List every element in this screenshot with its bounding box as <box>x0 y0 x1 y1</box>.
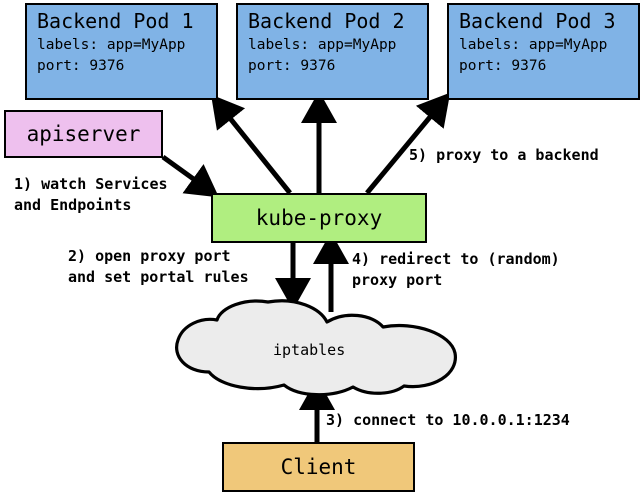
client-label: Client <box>280 455 357 479</box>
iptables-cloud-shape <box>175 299 457 397</box>
step-2-line-2: and set portal rules <box>68 268 249 286</box>
step-2-line-1: 2) open proxy port <box>68 247 231 265</box>
arrow-kubeproxy-to-pod3 <box>365 92 451 195</box>
step-5-label: 5) proxy to a backend <box>409 146 599 164</box>
apiserver-box[interactable]: apiserver <box>4 110 163 158</box>
step-3-label: 3) connect to 10.0.0.1:1234 <box>326 411 570 429</box>
backend-pod-1-labels: labels: app=MyApp <box>37 37 186 53</box>
arrow-apiserver-to-kubeproxy <box>161 154 219 198</box>
backend-pod-1-box[interactable]: Backend Pod 1 labels: app=MyApp port: 93… <box>25 3 218 100</box>
step-1-line-1: 1) watch Services <box>14 175 168 193</box>
backend-pod-1-port: port: 9376 <box>37 58 125 74</box>
backend-pod-3-title: Backend Pod 3 <box>459 9 616 33</box>
apiserver-label: apiserver <box>26 122 141 146</box>
backend-pod-1-title: Backend Pod 1 <box>37 9 194 33</box>
backend-pod-3-box[interactable]: Backend Pod 3 labels: app=MyApp port: 93… <box>447 3 640 100</box>
backend-pod-2-title: Backend Pod 2 <box>248 9 405 33</box>
arrow-kubeproxy-to-pod1 <box>210 94 292 195</box>
backend-pod-2-labels: labels: app=MyApp <box>248 37 397 53</box>
backend-pod-2-port: port: 9376 <box>248 58 336 74</box>
step-4-line-1: 4) redirect to (random) <box>352 250 560 268</box>
backend-pod-3-port: port: 9376 <box>459 58 547 74</box>
kube-proxy-label: kube-proxy <box>255 206 383 230</box>
backend-pod-3-labels: labels: app=MyApp <box>459 37 608 53</box>
iptables-label: iptables <box>273 341 346 359</box>
step-1-line-2: and Endpoints <box>14 196 132 214</box>
client-box[interactable]: Client <box>222 442 415 492</box>
kube-proxy-box[interactable]: kube-proxy <box>211 193 427 243</box>
backend-pod-2-box[interactable]: Backend Pod 2 labels: app=MyApp port: 93… <box>236 3 429 100</box>
step-4-line-2: proxy port <box>352 271 443 289</box>
